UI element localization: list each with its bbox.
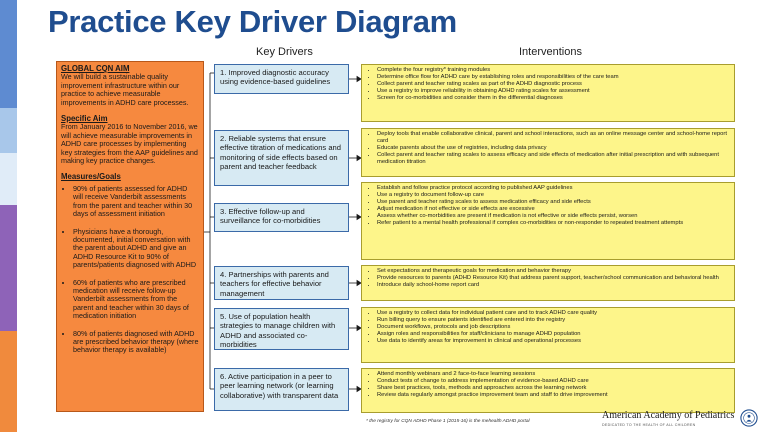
measure-item: Physicians have a thorough, documented, … [73,227,199,270]
intervention-item: Set expectations and therapeutic goals f… [377,268,730,275]
driver-box-1: 1. Improved diagnostic accuracy using ev… [214,64,349,94]
aap-logo: American Academy of Pediatrics DEDICATED… [602,406,762,432]
registry-footnote: * the registry for CQN ADHD Phase 1 (201… [366,419,530,424]
driver-box-5: 5. Use of population health strategies t… [214,308,349,350]
intervention-item: Document workflows, protocols and job de… [377,324,730,331]
intervention-item: Provide resources to parents (ADHD Resou… [377,275,730,282]
measures-heading: Measures/Goals [61,172,121,182]
intervention-item: Use a registry to document follow-up car… [377,192,730,199]
specific-aim-heading: Specific Aim [61,114,108,124]
driver-box-6: 6. Active participation in a peer to pee… [214,368,349,411]
intervention-box-5: Use a registry to collect data for indiv… [361,307,735,363]
intervention-item: Use a registry to improve reliability in… [377,88,730,95]
intervention-item: Establish and follow practice protocol a… [377,185,730,192]
intervention-item: Assign roles and responsibilities for st… [377,331,730,338]
logo-tagline: DEDICATED TO THE HEALTH OF ALL CHILDREN [602,423,696,427]
intervention-box-2: Deploy tools that enable collaborative c… [361,128,735,177]
intervention-item: Screen for co-morbidities and consider t… [377,95,730,102]
measures-list: 90% of patients assessed for ADHD will r… [61,184,199,355]
side-stripe-3 [0,153,17,205]
intervention-box-3: Establish and follow practice protocol a… [361,182,735,260]
intervention-item: Use a registry to collect data for indiv… [377,310,730,317]
measure-item: 60% of patients who are prescribed medic… [73,278,199,321]
side-stripe-2 [0,108,17,153]
intervention-item: Adjust medication if not effective or si… [377,206,730,213]
intervention-item: Educate parents about the use of registr… [377,145,730,152]
global-aim-heading: GLOBAL CQN AIM [61,64,130,73]
measure-item: 80% of patients diagnosed with ADHD are … [73,329,199,355]
global-aim-text: We will build a sustainable quality impr… [61,72,189,107]
interventions-header: Interventions [519,46,582,58]
intervention-item: Deploy tools that enable collaborative c… [377,131,730,145]
intervention-item: Use parent and teacher rating scales to … [377,199,730,206]
side-stripe-5 [0,331,17,432]
measure-item: 90% of patients assessed for ADHD will r… [73,184,199,219]
driver-box-2: 2. Reliable systems that ensure effectiv… [214,130,349,186]
intervention-box-4: Set expectations and therapeutic goals f… [361,265,735,301]
intervention-box-1: Complete the four registry* training mod… [361,64,735,122]
intervention-box-6: Attend monthly webinars and 2 face-to-fa… [361,368,735,413]
specific-aim-text: From January 2016 to November 2016, we w… [61,122,198,166]
intervention-item: Run billing query to ensure patients ide… [377,317,730,324]
driver-box-3: 3. Effective follow-up and surveillance … [214,203,349,232]
intervention-item: Review data regularly amongst practice i… [377,392,730,399]
page-title: Practice Key Driver Diagram [48,4,457,39]
aim-box: GLOBAL CQN AIM We will build a sustainab… [56,61,204,412]
key-drivers-header: Key Drivers [256,46,313,58]
intervention-item: Introduce daily school-home report card [377,282,730,289]
driver-box-4: 4. Partnerships with parents and teacher… [214,266,349,300]
intervention-item: Determine office flow for ADHD care by e… [377,74,730,81]
aap-seal-icon [740,409,758,427]
intervention-item: Assess whether co-morbidities are presen… [377,213,730,220]
logo-name: American Academy of Pediatrics [602,410,735,421]
side-stripe-4 [0,205,17,331]
side-stripe-1 [0,0,17,108]
intervention-item: Share best practices, tools, methods and… [377,385,730,392]
intervention-item: Collect parent and teacher rating scales… [377,152,730,166]
intervention-item: Collect parent and teacher rating scales… [377,81,730,88]
intervention-item: Refer patient to a mental health profess… [377,220,730,227]
intervention-item: Conduct tests of change to address imple… [377,378,730,385]
intervention-item: Complete the four registry* training mod… [377,67,730,74]
intervention-item: Attend monthly webinars and 2 face-to-fa… [377,371,730,378]
intervention-item: Use data to identify areas for improveme… [377,338,730,345]
